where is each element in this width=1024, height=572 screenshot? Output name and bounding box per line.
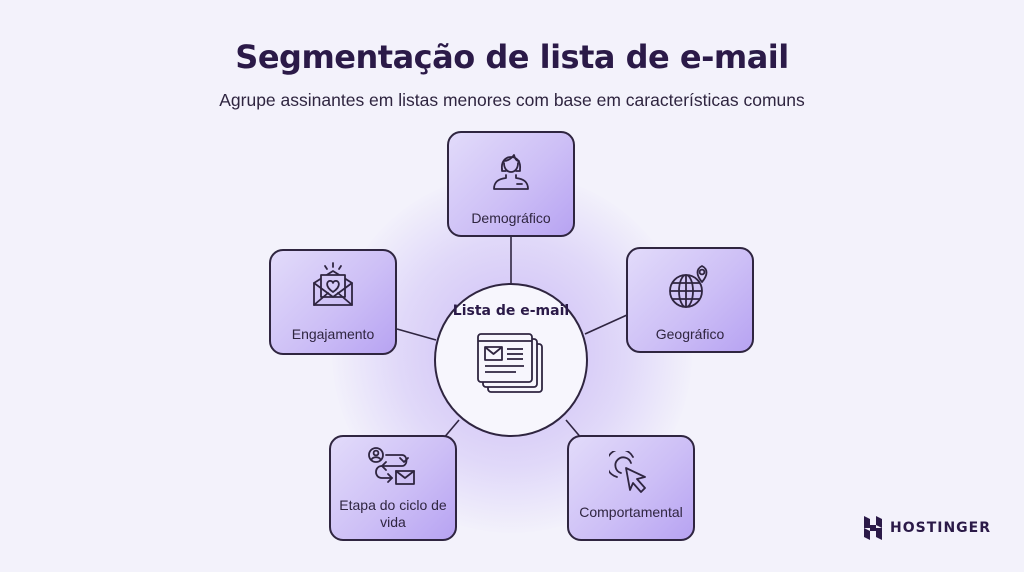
hostinger-logo-icon	[864, 516, 882, 540]
node-behavioral: Comportamental	[567, 435, 695, 541]
person-icon	[493, 154, 529, 190]
envelope-heart-icon	[313, 262, 353, 306]
node-label: Demográfico	[471, 210, 551, 226]
brand-name: HOSTINGER	[890, 520, 992, 536]
page-title: Segmentação de lista de e-mail	[235, 38, 789, 76]
hub-label: Lista de e-mail	[452, 303, 570, 319]
node-label: Geográfico	[655, 326, 725, 342]
node-label: Comportamental	[579, 504, 683, 520]
page-subtitle: Agrupe assinantes em listas menores com …	[219, 90, 805, 110]
node-label: Etapa do ciclo de vida	[339, 497, 447, 530]
lifecycle-icon	[368, 447, 415, 485]
node-geographic: Geográfico	[626, 247, 754, 353]
node-lifecycle-stage: Etapa do ciclo de vida	[329, 435, 457, 541]
node-demographic: Demográfico	[447, 131, 575, 237]
cursor-click-icon	[609, 451, 646, 493]
email-list-icon	[477, 333, 543, 393]
hostinger-logo: HOSTINGER	[864, 516, 991, 540]
globe-pin-icon	[669, 265, 708, 308]
node-engagement: Engajamento	[269, 249, 397, 355]
hub-email-list: Lista de e-mail	[434, 283, 588, 437]
node-label: Engajamento	[291, 326, 375, 342]
